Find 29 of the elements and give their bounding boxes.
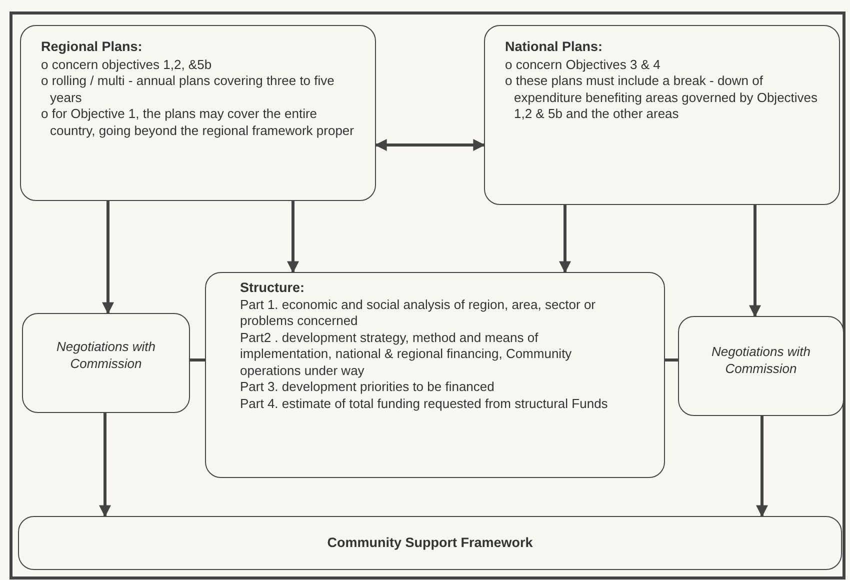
bullet-item: o for Objective 1, the plans may cover the entire country, going beyond the regional framework proper bbox=[41, 106, 355, 139]
arrow bbox=[102, 201, 114, 314]
box-label: Community Support Framework bbox=[327, 534, 533, 552]
bullet-item: o concern objectives 1,2, &5b bbox=[41, 56, 213, 73]
negotiation-box bbox=[22, 313, 190, 413]
plan-box bbox=[20, 25, 376, 201]
structure-box bbox=[205, 272, 665, 478]
arrow bbox=[559, 205, 571, 274]
connector-line bbox=[190, 358, 205, 362]
negotiation-box bbox=[678, 316, 844, 416]
connector-line bbox=[665, 358, 678, 362]
part-description: Part 3. development priorities to be financed bbox=[240, 379, 496, 396]
part-description: Part2 . development strategy, method and means of implementation, national & regional financing, Community operations under way bbox=[240, 330, 573, 379]
box-heading: Regional Plans: bbox=[41, 39, 144, 56]
box-label: Negotiations with Commission bbox=[56, 338, 156, 372]
part-description: Part 4. estimate of total funding requested from structural Funds bbox=[240, 396, 609, 412]
part-description: Part 1. economic and social analysis of region, area, sector or problems concerned bbox=[240, 296, 597, 330]
bullet-item: o concern Objectives 3 & 4 bbox=[505, 56, 662, 73]
arrow bbox=[287, 201, 299, 274]
plan-box bbox=[484, 25, 840, 205]
arrow bbox=[756, 416, 768, 518]
box-heading: National Plans: bbox=[505, 39, 604, 56]
box-label: Negotiations with Commission bbox=[710, 343, 812, 377]
arrow bbox=[749, 205, 761, 318]
arrow bbox=[374, 139, 486, 151]
framework-box bbox=[18, 516, 842, 570]
arrow bbox=[99, 413, 111, 518]
box-heading: Structure: bbox=[240, 280, 306, 296]
bullet-item: o these plans must include a break - down of expenditure benefiting areas governed by Objectives 1,2 & 5b and the other areas bbox=[505, 73, 819, 122]
